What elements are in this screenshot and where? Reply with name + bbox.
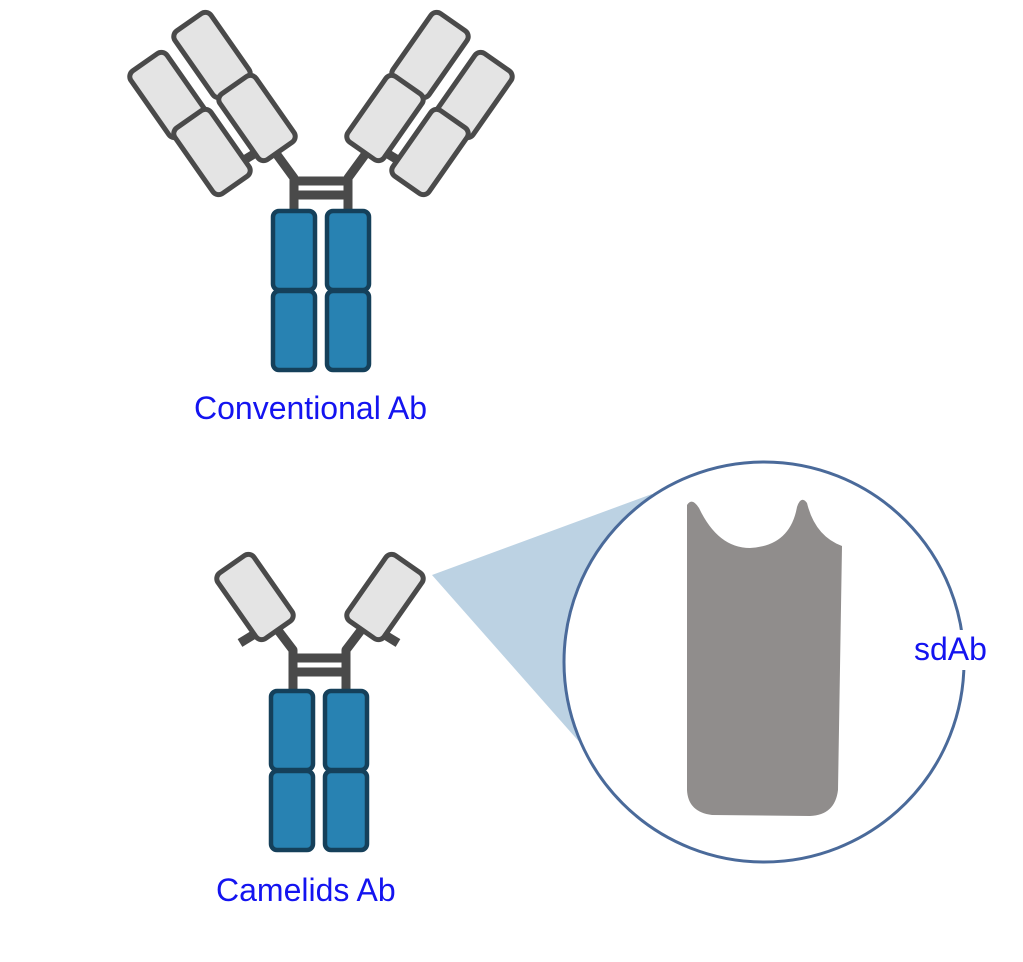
camelid-vhh-right [344,551,426,643]
sdab-label: sdAb [914,631,987,667]
camelid-ab-label: Camelids Ab [216,872,396,908]
sdab-shape [687,499,842,816]
camelid-vhh-left [214,551,296,643]
camelid-fc-region [268,688,370,853]
sdab-label-bg [910,630,1000,670]
left-fab-arm [127,9,298,198]
fc-region [270,208,372,373]
conventional-antibody [127,9,515,373]
conventional-ab-label: Conventional Ab [194,390,428,426]
camelid-antibody [214,551,426,853]
right-fab-arm [344,9,515,198]
